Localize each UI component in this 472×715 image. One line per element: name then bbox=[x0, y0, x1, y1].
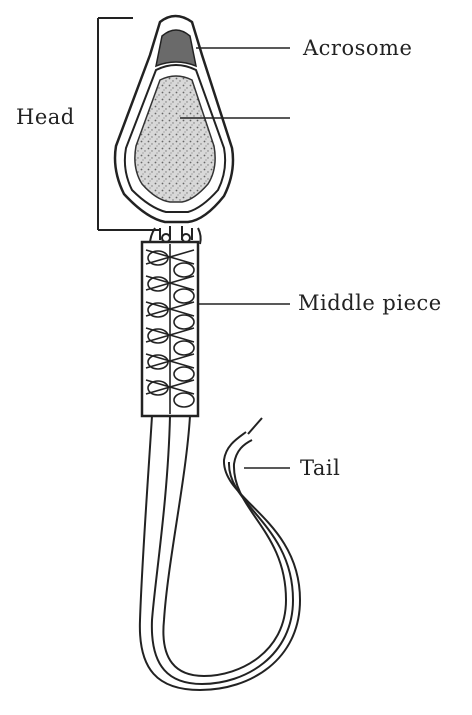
tail-flagellum bbox=[140, 416, 300, 690]
acrosome-label: Acrosome bbox=[303, 36, 412, 60]
head-label: Head bbox=[16, 105, 75, 129]
tail-label: Tail bbox=[300, 456, 340, 480]
middle-piece-label: Middle piece bbox=[298, 291, 442, 315]
acrosome bbox=[156, 30, 196, 66]
